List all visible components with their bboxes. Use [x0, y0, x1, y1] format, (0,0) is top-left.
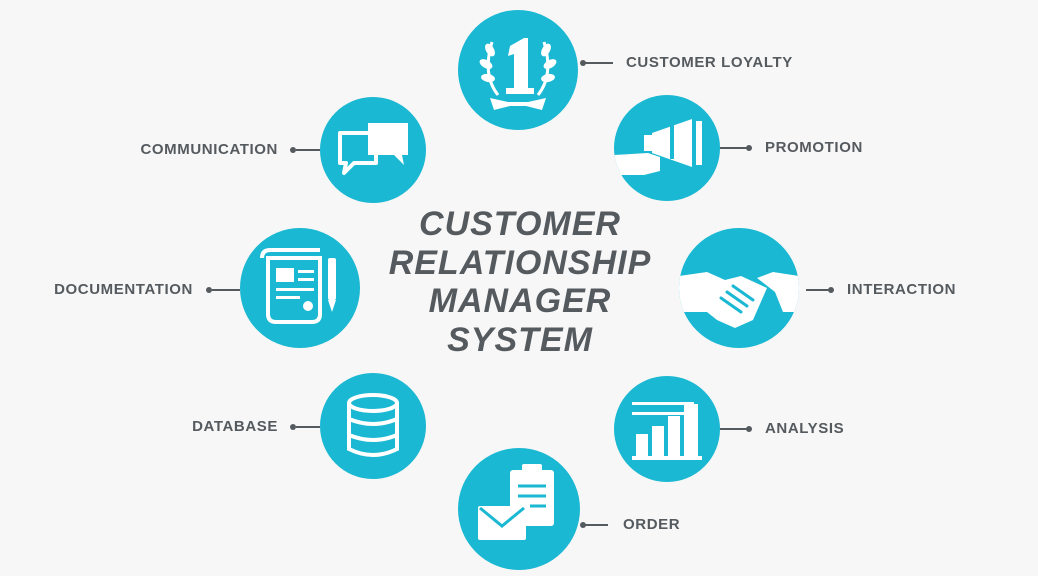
order-connector: [584, 524, 608, 526]
diagram-title: CUSTOMER RELATIONSHIP MANAGER SYSTEM: [340, 205, 700, 359]
database-dot: [290, 424, 296, 430]
order-dot: [580, 522, 586, 528]
database-node: [320, 373, 426, 479]
documentation-label: DOCUMENTATION: [54, 281, 193, 298]
title-line-2: RELATIONSHIP: [388, 243, 652, 282]
handshake-icon: [679, 272, 799, 328]
customer-loyalty-connector: [585, 62, 613, 64]
promotion-dot: [746, 145, 752, 151]
title-line-4: SYSTEM: [447, 320, 593, 359]
interaction-label: INTERACTION: [847, 281, 957, 298]
analysis-node: [614, 376, 720, 482]
document-scroll-icon: [260, 248, 336, 324]
customer-loyalty-dot: [580, 60, 586, 66]
database-connector: [296, 426, 320, 428]
database-icon: [347, 393, 399, 457]
bar-chart-icon: [632, 402, 702, 460]
communication-connector: [296, 149, 320, 151]
database-label: DATABASE: [192, 418, 278, 435]
communication-dot: [290, 147, 296, 153]
order-label: ORDER: [623, 516, 681, 533]
interaction-node: [679, 228, 799, 348]
interaction-dot: [828, 287, 834, 293]
megaphone-icon: [614, 119, 702, 175]
documentation-connector: [212, 289, 240, 291]
analysis-label: ANALYSIS: [765, 420, 845, 437]
communication-node: [320, 97, 426, 203]
title-line-1: CUSTOMER: [419, 205, 621, 243]
promotion-label: PROMOTION: [765, 139, 863, 156]
customer-loyalty-node: [458, 10, 578, 130]
order-node: [458, 448, 580, 570]
documentation-node: [240, 228, 360, 348]
analysis-connector: [720, 428, 748, 430]
analysis-dot: [746, 426, 752, 432]
interaction-connector: [806, 289, 830, 291]
customer-loyalty-label: CUSTOMER LOYALTY: [626, 54, 793, 71]
title-line-3: MANAGER: [428, 282, 612, 320]
chat-bubbles-icon: [338, 123, 408, 175]
communication-label: COMMUNICATION: [140, 141, 278, 158]
promotion-connector: [720, 147, 748, 149]
laurel-number-one-icon: [479, 38, 557, 110]
envelope-clipboard-icon: [478, 464, 554, 540]
promotion-node: [614, 95, 720, 201]
documentation-dot: [206, 287, 212, 293]
